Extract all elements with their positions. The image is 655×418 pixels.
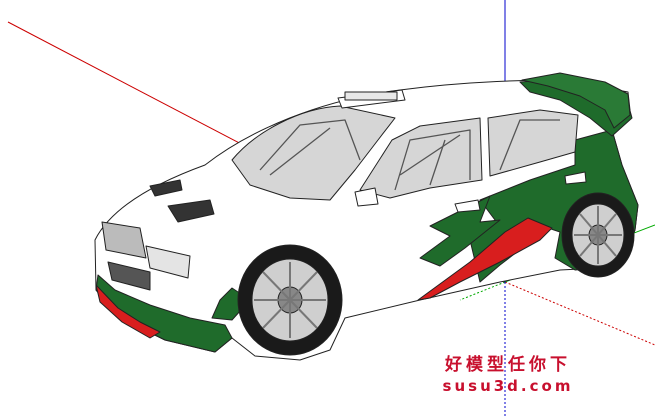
hood-vent-right bbox=[167, 199, 215, 223]
windshield bbox=[231, 105, 396, 201]
site-watermark: 好模型任你下 susu3d.com bbox=[428, 355, 588, 395]
front-wheel bbox=[237, 244, 343, 356]
green-livery-door bbox=[419, 195, 501, 267]
watermark-url: susu3d.com bbox=[442, 377, 574, 395]
front-grille bbox=[101, 221, 147, 259]
watermark-slogan: 好模型任你下 bbox=[445, 355, 571, 375]
red-livery-side bbox=[417, 217, 553, 301]
front-intake bbox=[107, 261, 151, 291]
side-mirror bbox=[354, 187, 379, 207]
front-side-window bbox=[359, 117, 483, 199]
roll-cage bbox=[259, 119, 560, 191]
rear-door-handle bbox=[564, 171, 587, 185]
roof-light bbox=[344, 91, 398, 101]
rear-wheel bbox=[561, 192, 635, 278]
left-headlight bbox=[145, 245, 191, 279]
red-axis-dotted bbox=[504, 281, 655, 346]
rear-side-window bbox=[487, 109, 579, 177]
hood-vent-left bbox=[149, 179, 183, 197]
green-axis-dotted bbox=[459, 281, 506, 301]
door-handle bbox=[454, 199, 481, 213]
red-livery-bumper bbox=[95, 284, 161, 339]
rally-car-model[interactable] bbox=[94, 72, 639, 361]
rear-spoiler bbox=[521, 72, 631, 129]
